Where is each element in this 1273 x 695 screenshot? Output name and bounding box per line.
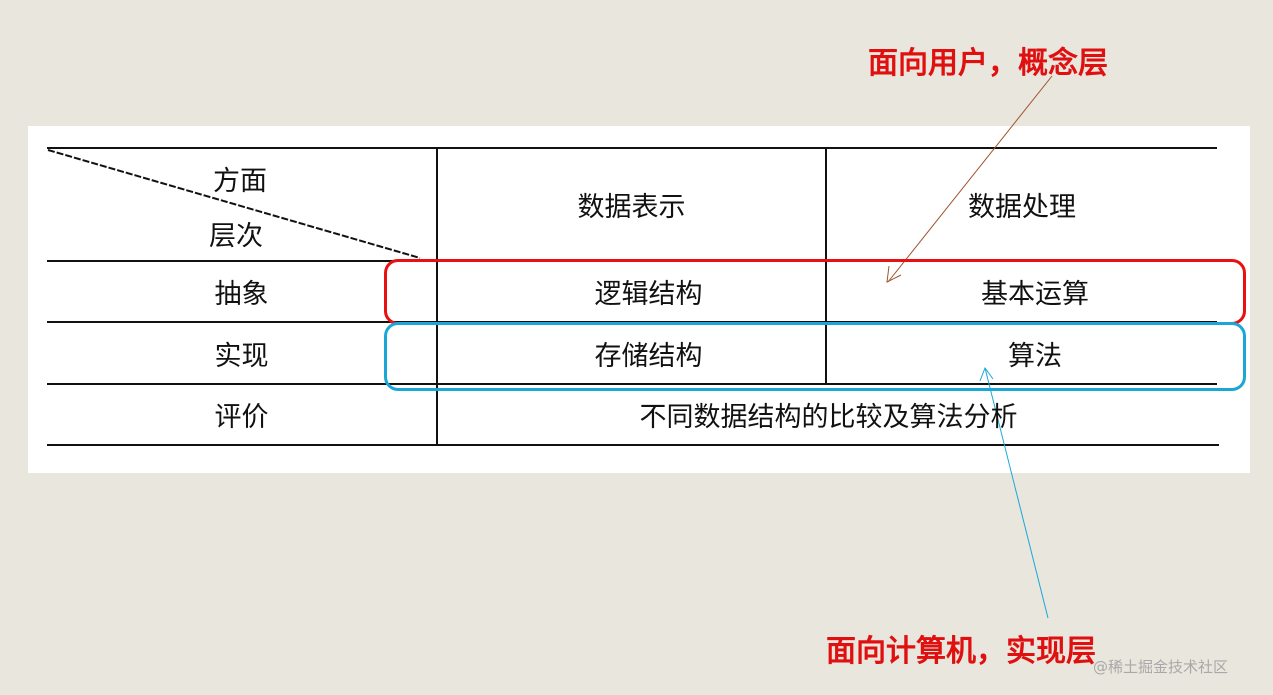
table-panel (28, 126, 1250, 473)
row-label-evaluation: 评价 (214, 402, 269, 433)
cell-comparison-analysis: 不同数据结构的比较及算法分析 (639, 402, 1018, 433)
cell-basic-operations: 基本运算 (981, 279, 1089, 310)
row-divider-3 (47, 383, 1217, 385)
table-bottom-border (47, 444, 1219, 446)
arrow-head-top-icon (886, 265, 902, 283)
row-label-implementation: 实现 (214, 340, 269, 372)
column-divider-1 (436, 147, 438, 446)
cell-algorithm: 算法 (1008, 340, 1062, 372)
annotation-computer-implementation-layer: 面向计算机，实现层 (826, 634, 1096, 669)
arrow-head-bottom-icon (979, 366, 994, 382)
highlight-box-implementation-layer (384, 322, 1246, 391)
arrow-line-bottom (984, 367, 1049, 619)
watermark: @稀土掘金技术社区 (1093, 658, 1229, 676)
row-label-abstract: 抽象 (214, 279, 269, 310)
table-top-border (47, 147, 1217, 149)
cell-logical-structure: 逻辑结构 (594, 279, 703, 310)
cell-storage-structure: 存储结构 (594, 340, 703, 372)
corner-bottom-label: 层次 (209, 220, 263, 252)
column-divider-2 (825, 147, 827, 385)
corner-diagonal-line (47, 149, 421, 259)
annotation-user-concept-layer: 面向用户，概念层 (868, 46, 1108, 81)
column-header-data-processing: 数据处理 (968, 192, 1076, 223)
corner-top-label: 方面 (213, 165, 267, 197)
highlight-box-concept-layer (384, 259, 1246, 325)
arrow-line-top (887, 75, 1053, 283)
column-header-data-representation: 数据表示 (577, 192, 686, 223)
